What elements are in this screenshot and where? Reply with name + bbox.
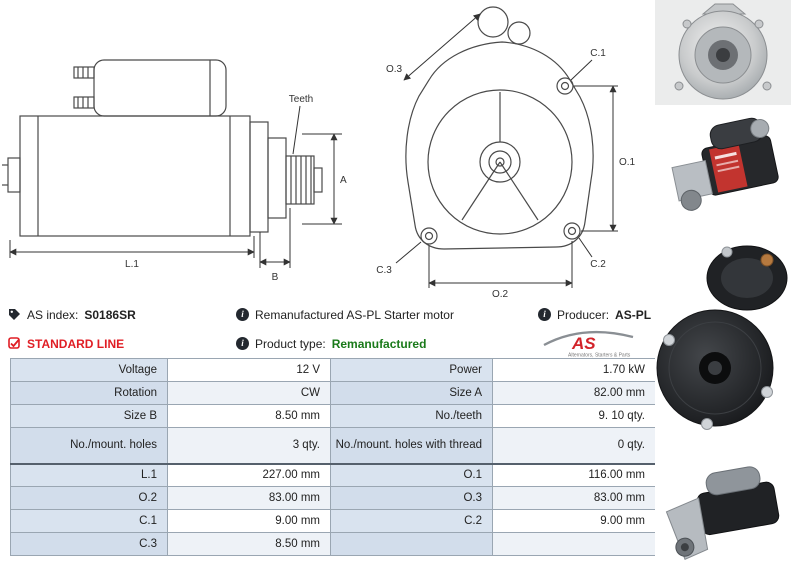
spec-label: No./mount. holes <box>10 427 168 464</box>
dim-label-o1: O.1 <box>619 157 636 168</box>
dim-label-l1: L.1 <box>125 259 139 270</box>
as-index-group: AS index: S0186SR <box>8 308 236 322</box>
spec-table: Voltage 12 V Power 1.70 kW Rotation CW S… <box>10 358 656 556</box>
logo-tagline: Alternators, Starters & Parts <box>568 352 631 358</box>
spec-label: Size B <box>10 404 168 428</box>
spec-value: 0 qty. <box>492 427 656 464</box>
dim-label-a: A <box>340 175 347 186</box>
spec-value: 8.50 mm <box>167 404 331 428</box>
info-row-2: STANDARD LINE i Product type: Remanufact… <box>8 329 657 358</box>
spec-value: 9.00 mm <box>167 509 331 533</box>
spec-value: 227.00 mm <box>167 462 331 487</box>
spec-label: O.3 <box>330 486 493 510</box>
standard-line-group: STANDARD LINE <box>8 337 236 351</box>
product-photo-rear <box>655 230 791 460</box>
producer-group: i Producer: AS-PL <box>538 308 657 322</box>
table-row: No./mount. holes 3 qty. No./mount. holes… <box>10 427 656 464</box>
product-photo-side-2 <box>655 460 791 561</box>
front-view-drawing: O.3 C.1 O.1 C.2 C.3 O.2 <box>376 6 636 300</box>
table-row: Rotation CW Size A 82.00 mm <box>10 381 656 405</box>
spec-value: 3 qty. <box>167 427 331 464</box>
spec-label: Size A <box>330 381 493 405</box>
spec-value: 116.00 mm <box>492 462 656 487</box>
spec-value: 9. 10 qty. <box>492 404 656 428</box>
technical-drawings: Teeth A L.1 B <box>0 0 657 300</box>
spec-value: 82.00 mm <box>492 381 656 405</box>
product-info-bar: AS index: S0186SR i Remanufactured AS-PL… <box>0 300 657 358</box>
product-type-label: Product type: <box>255 336 326 351</box>
description-group: i Remanufactured AS-PL Starter motor <box>236 308 538 322</box>
dim-label-c2: C.2 <box>590 259 606 270</box>
info-icon: i <box>236 337 249 350</box>
spec-label: No./teeth <box>330 404 493 428</box>
tag-icon <box>9 309 20 320</box>
product-photos-column <box>655 0 791 561</box>
table-row: L.1 227.00 mm O.1 116.00 mm <box>10 462 656 487</box>
checkbox-icon <box>8 337 20 349</box>
dim-label-o3: O.3 <box>386 64 403 75</box>
starter-front-outline <box>405 6 594 250</box>
spec-label: C.3 <box>10 532 168 556</box>
product-photo-front <box>655 0 791 105</box>
spec-value: 12 V <box>167 358 331 382</box>
starter-side-outline <box>2 59 323 237</box>
standard-line-label: STANDARD LINE <box>27 336 125 351</box>
producer-value: AS-PL <box>615 307 652 322</box>
spec-value: 9.00 mm <box>492 509 656 533</box>
product-type-value: Remanufactured <box>331 336 427 351</box>
spec-value: 83.00 mm <box>492 486 656 510</box>
product-photo-side-red <box>655 105 791 230</box>
spec-label: C.1 <box>10 509 168 533</box>
table-row: C.1 9.00 mm C.2 9.00 mm <box>10 509 656 533</box>
table-row: Voltage 12 V Power 1.70 kW <box>10 358 656 382</box>
brand-logo-group: AS Alternators, Starters & Parts <box>538 330 657 358</box>
as-pl-logo: AS Alternators, Starters & Parts <box>543 330 634 358</box>
product-type-group: i Product type: Remanufactured <box>236 337 538 351</box>
table-row: O.2 83.00 mm O.3 83.00 mm <box>10 486 656 510</box>
spec-label <box>330 532 493 556</box>
dim-label-c3: C.3 <box>376 265 392 276</box>
dim-label-teeth: Teeth <box>289 94 313 105</box>
spec-label: No./mount. holes with thread <box>330 427 493 464</box>
spec-label: Power <box>330 358 493 382</box>
dim-label-o2: O.2 <box>492 289 509 300</box>
info-icon: i <box>236 308 249 321</box>
spec-value: 83.00 mm <box>167 486 331 510</box>
as-index-value: S0186SR <box>84 307 136 322</box>
as-index-label: AS index: <box>27 307 79 322</box>
spec-label: Rotation <box>10 381 168 405</box>
spec-value <box>492 532 656 556</box>
spec-label: O.2 <box>10 486 168 510</box>
spec-label: O.1 <box>330 462 493 487</box>
side-dimension-lines <box>9 105 342 268</box>
table-row: Size B 8.50 mm No./teeth 9. 10 qty. <box>10 404 656 428</box>
spec-value: 8.50 mm <box>167 532 331 556</box>
spec-value: CW <box>167 381 331 405</box>
spec-value: 1.70 kW <box>492 358 656 382</box>
front-dimension-lines <box>395 13 618 288</box>
side-view-drawing: Teeth A L.1 B <box>2 59 347 283</box>
spec-label: L.1 <box>10 462 168 487</box>
main-column: Teeth A L.1 B <box>0 0 657 556</box>
product-description: Remanufactured AS-PL Starter motor <box>255 307 454 322</box>
spec-label: Voltage <box>10 358 168 382</box>
table-row: C.3 8.50 mm <box>10 532 656 556</box>
spec-label: C.2 <box>330 509 493 533</box>
info-icon: i <box>538 308 551 321</box>
dim-label-c1: C.1 <box>590 48 606 59</box>
info-row-1: AS index: S0186SR i Remanufactured AS-PL… <box>8 300 657 329</box>
logo-text: AS <box>571 334 596 353</box>
dim-label-b: B <box>272 272 279 283</box>
producer-label: Producer: <box>557 307 610 322</box>
